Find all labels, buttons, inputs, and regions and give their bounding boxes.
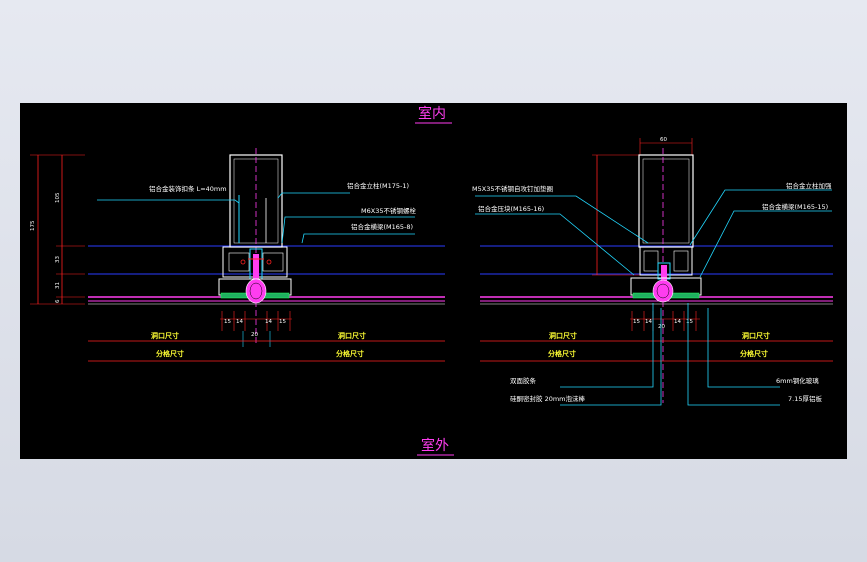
left-dim-center: 20 [251,332,258,338]
right-callout-8: 7.15厚铝板 [788,394,822,403]
left-open-b: 洞口尺寸 [338,331,366,340]
right-leader-3 [689,189,832,246]
left-leader-4 [301,233,415,244]
right-detail: 60 15 14 14 15 20 M5X35不锈钢自攻钉加 [472,137,833,406]
left-leader-1 [97,199,240,204]
right-leader-8 [687,303,780,406]
right-open-a: 洞口尺寸 [549,331,577,340]
right-callout-6: 硅酮密封胶 20mm泡沫棒 [510,394,586,403]
right-dim-top-value: 60 [660,137,667,143]
right-dim-h3: 14 [674,319,681,325]
left-dim-h4: 15 [279,319,286,325]
right-transom-chamber-2 [673,250,689,272]
right-leader-5 [560,303,654,388]
right-transom-chamber-1 [643,250,659,272]
right-leader-1 [475,195,649,244]
left-dim-h1: 15 [224,319,231,325]
right-bolt [661,265,667,281]
right-leader-2 [475,213,635,276]
left-backer-rod [249,282,263,300]
left-dim-bottom: 6 [55,299,61,303]
left-dim-h3: 14 [265,319,272,325]
right-open-b: 洞口尺寸 [742,331,770,340]
left-bolt [253,254,259,280]
outdoor-label: 室外 [421,437,449,454]
right-callout-3: 铝合金立柱加强 [786,181,832,190]
right-callout-2: 铝合金压块(M165-16) [478,204,544,213]
right-leader-6 [560,308,662,406]
left-callout-3: M6X35不锈钢螺栓 [361,206,416,215]
left-leader-2 [277,192,350,199]
left-dim-total: 175 [30,220,36,231]
left-dim-h2: 14 [236,319,243,325]
right-sealant [652,279,674,303]
left-callout-1: 铝合金装饰扣条 L=40mm [149,184,227,193]
right-backer-rod [656,283,670,299]
left-leader-3 [281,216,415,244]
indoor-label: 室内 [418,105,446,122]
right-split-b: 分格尺寸 [740,349,768,358]
cad-drawing-canvas[interactable]: 室内 室外 175 105 33 31 6 [20,103,847,459]
right-callout-4: 铝合金横梁(M165-15) [762,202,828,211]
left-split-a: 分格尺寸 [156,349,184,358]
left-dim-low: 31 [55,282,61,289]
right-callout-7: 6mm钢化玻璃 [776,376,819,385]
left-callout-2: 铝合金立柱(M175-1) [347,181,409,190]
right-dim-h1: 15 [633,319,640,325]
left-transom-chamber-1 [228,252,250,272]
right-callout-1: M5X35不锈钢自攻钉加垫圈 [472,184,553,193]
left-dim-mid: 33 [55,256,61,263]
right-dim-center: 20 [658,324,665,330]
cad-drawing: 室内 室外 175 105 33 31 6 [30,105,833,456]
left-screw-1 [240,259,246,265]
left-transom-chamber-2 [262,252,284,272]
left-sealant [245,278,267,304]
left-dim-top: 105 [55,192,61,203]
left-open-a: 洞口尺寸 [151,331,179,340]
right-leader-7 [707,308,780,388]
left-screw-2 [266,259,272,265]
right-dim-h4: 15 [686,319,693,325]
right-leader-4 [699,210,832,278]
right-mullion-tube-inner [642,158,690,244]
right-callout-5: 双面胶条 [510,376,537,385]
left-split-b: 分格尺寸 [336,349,364,358]
right-mullion-tube [638,154,694,248]
right-split-a: 分格尺寸 [548,349,576,358]
right-dim-h2: 14 [645,319,652,325]
left-detail: 175 105 33 31 6 15 14 14 [30,148,445,362]
left-callout-4: 铝合金横梁(M165-8) [351,222,413,231]
